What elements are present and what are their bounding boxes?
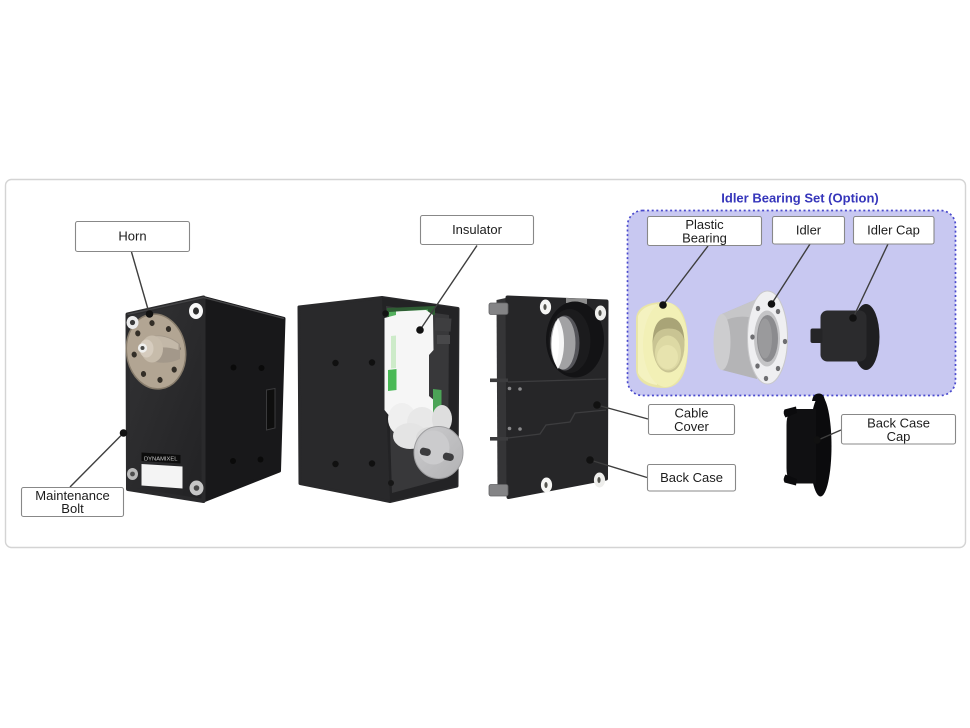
svg-text:Cable: Cable [675, 406, 709, 421]
svg-text:Cap: Cap [887, 429, 911, 444]
svg-text:DYNAMIXEL: DYNAMIXEL [144, 457, 178, 463]
svg-text:Insulator: Insulator [452, 222, 503, 237]
svg-text:Bolt: Bolt [61, 501, 84, 516]
svg-text:Idler: Idler [796, 223, 822, 238]
svg-text:Idler Cap: Idler Cap [867, 223, 920, 238]
svg-text:Horn: Horn [118, 229, 146, 244]
svg-text:Maintenance: Maintenance [35, 488, 109, 503]
svg-text:Back Case: Back Case [660, 470, 723, 485]
svg-text:Back Case: Back Case [867, 416, 930, 431]
svg-text:Bearing: Bearing [682, 231, 727, 246]
svg-text:Idler Bearing Set (Option): Idler Bearing Set (Option) [721, 191, 878, 206]
svg-text:Plastic: Plastic [685, 217, 724, 232]
svg-text:Cover: Cover [674, 419, 709, 434]
